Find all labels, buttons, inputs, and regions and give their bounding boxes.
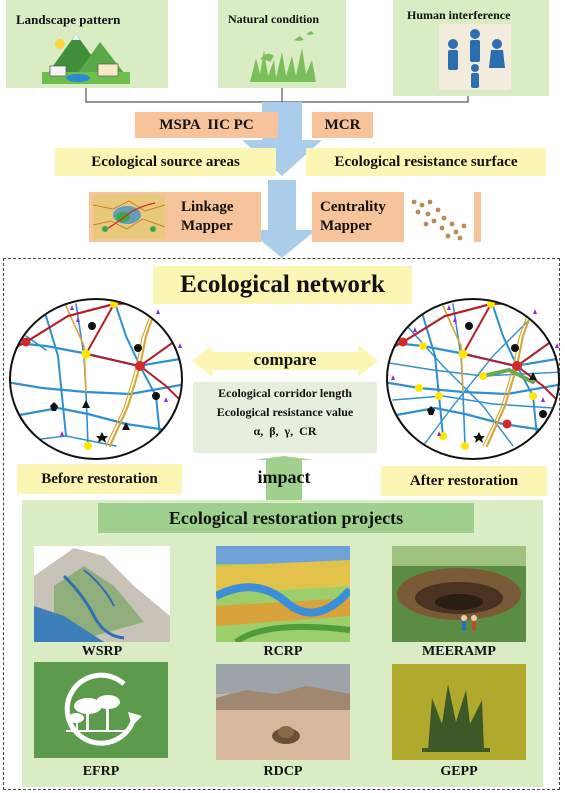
natural-scene-icon [250,31,316,82]
after-restoration-label: After restoration [381,466,547,496]
before-restoration-label: Before restoration [17,464,182,494]
gepp-label: GEPP [440,764,478,779]
metrics-box: Ecological corridor length Ecological re… [193,382,377,453]
flow-arrow-down-2 [248,180,316,258]
meeramp-image [392,546,526,642]
human-interference-label: Human interference [407,8,511,22]
wsrp-label: WSRP [81,644,123,659]
landscape-illustration-icon [42,34,130,84]
mcr-box: MCR [312,112,373,138]
impact-arrow [254,456,314,502]
mspa-iic-pc-box: MSPA IIC PC [135,112,278,138]
efrp-image [34,662,168,758]
natural-condition-label: Natural condition [228,12,320,26]
linkage-mapper-box: Linkage Mapper [89,192,261,242]
corridor-length-metric: Ecological corridor length [218,386,352,400]
rdcp-image [216,664,350,760]
gepp-image [392,664,526,760]
compare-arrow [192,345,378,377]
wsrp-image [34,546,170,642]
resistance-value-metric: Ecological resistance value [216,405,354,419]
compare-label: compare [253,350,317,369]
rcrp-image [216,546,350,642]
centrality-mapper-edge [474,192,481,242]
network-after-map [386,298,560,460]
rdcp-label: RDCP [263,764,303,779]
human-interference-box: Human interference [393,0,549,96]
centrality-mapper-box: Centrality Mapper [312,192,404,242]
ecological-network-title: Ecological network [153,266,412,304]
meeramp-label: MEERAMP [422,644,496,659]
ecological-source-areas-box: Ecological source areas [55,148,276,176]
natural-condition-box: Natural condition [218,0,346,88]
landscape-pattern-label: Landscape pattern [16,12,121,27]
ecological-resistance-surface-box: Ecological resistance surface [306,148,546,176]
efrp-label: EFRP [82,764,120,779]
network-before-map [9,298,183,460]
people-icon [439,24,511,90]
impact-label: impact [257,466,311,487]
ecological-network-panel [3,258,560,790]
network-index-metric: α, β, γ, CR [253,424,317,438]
linkage-map-icon [93,195,165,239]
centrality-dots-icon [411,199,467,241]
rcrp-label: RCRP [263,644,303,659]
linkage-mapper-label: Linkage Mapper [181,199,234,234]
restoration-projects-title: Ecological restoration projects [98,503,474,533]
centrality-mapper-label: Centrality Mapper [320,199,386,234]
landscape-pattern-box: Landscape pattern [6,0,168,88]
